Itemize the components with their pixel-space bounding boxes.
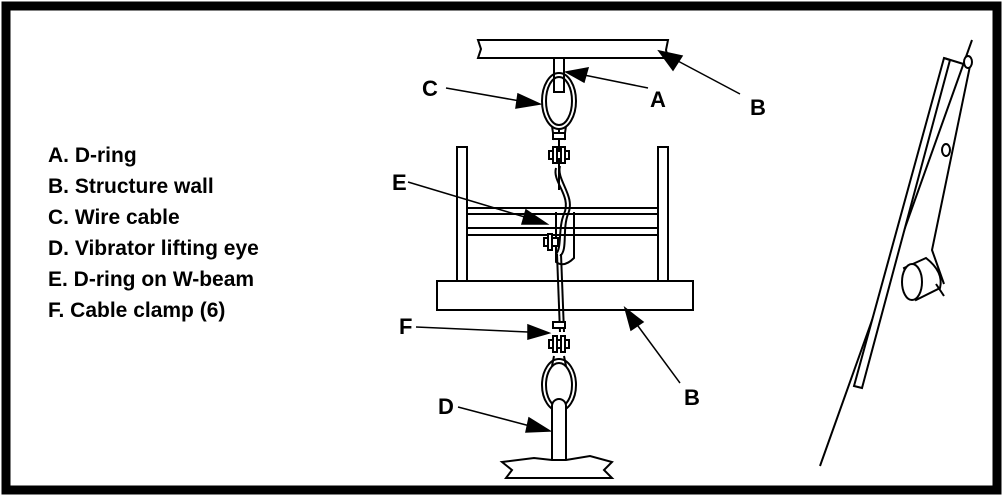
legend-item-a: A. D-ring [48,144,137,167]
callout-c: C [422,76,438,101]
callout-a: A [650,87,666,112]
lower-cable-clamps [548,321,570,353]
legend-item-d: D. Vibrator lifting eye [48,237,259,260]
leader-lines [407,49,741,433]
legend-item-e: E. D-ring on W-beam [48,268,255,291]
callout-d: D [438,394,454,419]
callout-b-top: B [750,95,766,120]
legend: A. D-ring B. Structure wall C. Wire cabl… [48,140,259,326]
legend-item-b: B. Structure wall [48,175,214,198]
callout-f: F [399,314,412,339]
callout-b-bottom: B [684,385,700,410]
top-structure-wall [476,39,670,59]
legend-item-c: C. Wire cable [48,206,180,229]
vibrator-lifting-eye [499,398,615,479]
d-ring-a [553,57,565,93]
side-view-installation [819,39,973,467]
beam-d-ring-e [543,165,575,266]
callout-e: E [392,170,407,195]
legend-item-f: F. Cable clamp (6) [48,299,226,322]
lower-cable [556,253,565,333]
upper-cable-clamps [548,129,570,190]
